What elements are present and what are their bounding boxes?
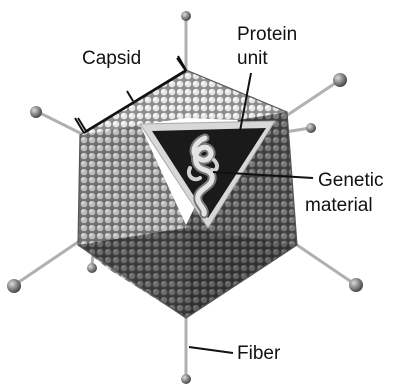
fiber-tip-right (306, 123, 316, 133)
capsid-bracket-tick (127, 91, 133, 101)
label-fiber: Fiber (237, 343, 281, 364)
fiber-tip-lower-left-inner (87, 263, 97, 273)
capsid-face-bottom (78, 228, 297, 318)
fiber-upper-left (38, 112, 80, 133)
label-protein-unit-line1: Protein (237, 24, 297, 45)
fiber-upper-right (280, 82, 337, 120)
label-genetic-material-line1: Genetic (318, 170, 383, 191)
fiber-tip-lower-left (7, 279, 21, 293)
fiber-lower-left (16, 242, 78, 284)
label-protein-unit-line2: unit (237, 48, 268, 69)
fiber-tip-top (181, 11, 191, 21)
fiber-tip-upper-right (333, 73, 347, 87)
fiber-tip-bottom (181, 374, 191, 384)
label-genetic-material-line2: material (305, 195, 373, 216)
fiber-tip-upper-left (30, 106, 42, 118)
fiber-leader (189, 347, 233, 353)
fiber-lower-right (297, 245, 353, 283)
label-capsid: Capsid (82, 48, 141, 69)
fiber-tip-lower-right (349, 278, 363, 292)
